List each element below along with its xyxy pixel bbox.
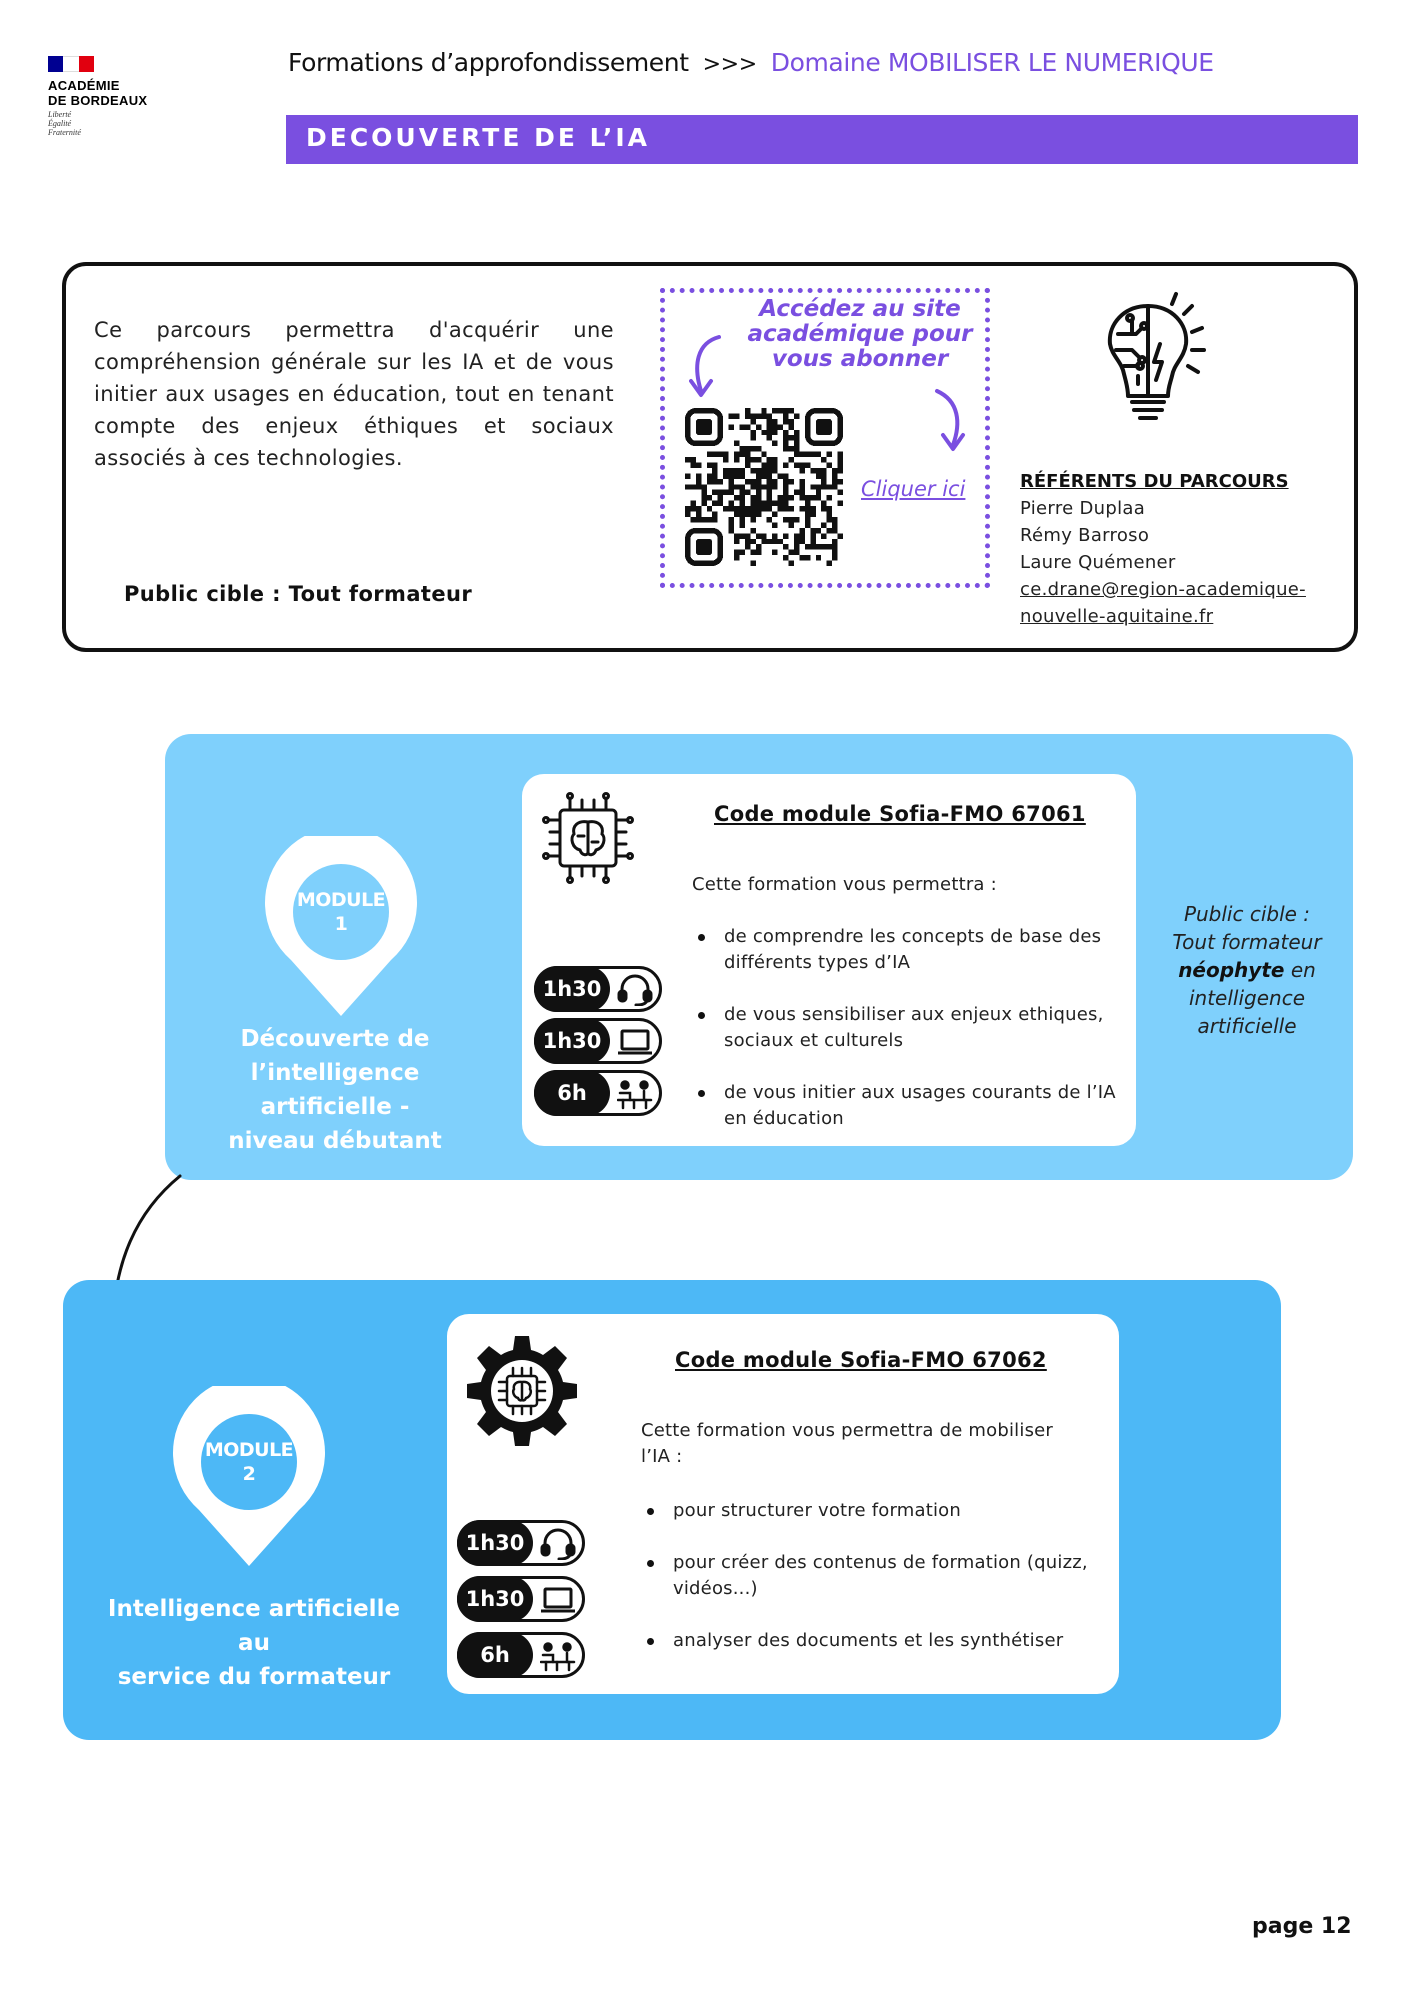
module-1-pin: MODULE 1	[265, 826, 417, 1022]
duration-value: 1h30	[457, 1576, 533, 1622]
duration-distance-async: 1h30	[457, 1576, 585, 1622]
presential-training-icon	[617, 1080, 653, 1110]
breadcrumb-part-2: Domaine MOBILISER LE NUMERIQUE	[770, 48, 1214, 77]
module-2-card: Code module Sofia-FMO 67062 Cette format…	[447, 1314, 1119, 1694]
breadcrumb-part-1: Formations d’approfondissement	[288, 48, 689, 77]
headset-icon	[540, 1528, 576, 1560]
public-cible: Public cible : Tout formateur	[124, 582, 473, 606]
duration-value: 1h30	[534, 966, 610, 1012]
module-1-label: MODULE 1	[296, 889, 386, 935]
qr-call-to-action: Accédez au site académique pour vous abo…	[747, 296, 973, 372]
cliquer-ici-link[interactable]: Cliquer ici	[861, 477, 966, 501]
breadcrumb: Formations d’approfondissement >>> Domaine…	[288, 46, 1214, 82]
duration-value: 6h	[457, 1632, 533, 1678]
duration-value: 6h	[534, 1070, 610, 1116]
duration-presential: 6h	[534, 1070, 662, 1116]
curved-arrow-icon	[935, 389, 965, 451]
module-1-objectives: de comprendre les concepts de base des d…	[692, 924, 1122, 1132]
contact-email[interactable]: ce.drane@region-academique-	[1020, 579, 1306, 600]
list-item: de vous initier aux usages courants de l…	[692, 1080, 1122, 1132]
emphasis-neophyte: néophyte	[1178, 958, 1285, 982]
module-2-objectives: pour structurer votre formation pour cré…	[641, 1498, 1091, 1654]
headset-icon	[617, 974, 653, 1006]
breadcrumb-separator: >>>	[702, 52, 758, 77]
module-1-code: Code module Sofia-FMO 67061	[714, 802, 1086, 826]
module-1-card: Code module Sofia-FMO 67061 Cette format…	[522, 774, 1136, 1146]
duration-distance-async: 1h30	[534, 1018, 662, 1064]
list-item: de comprendre les concepts de base des d…	[692, 924, 1122, 976]
title-banner: DECOUVERTE DE L’IA	[286, 115, 1358, 164]
contact-email[interactable]: nouvelle-aquitaine.fr	[1020, 606, 1214, 627]
referent-name: Pierre Duplaa	[1020, 498, 1146, 519]
module-2-label: MODULE 2	[204, 1439, 294, 1485]
presential-training-icon	[540, 1642, 576, 1672]
list-item: pour créer des contenus de formation (qu…	[641, 1550, 1091, 1602]
logo-motto: Liberté Égalité Fraternité	[48, 110, 81, 137]
module-2-lead: Cette formation vous permettra de mobili…	[641, 1420, 1054, 1467]
logo-line-1: ACADÉMIE	[48, 78, 120, 93]
page-title: DECOUVERTE DE L’IA	[306, 123, 650, 152]
gear-ai-chip-icon	[467, 1336, 577, 1446]
logo-line-2: DE BORDEAUX	[48, 93, 148, 108]
list-item: pour structurer votre formation	[641, 1498, 1091, 1524]
module-1-lead: Cette formation vous permettra :	[692, 874, 997, 895]
ai-chip-brain-icon	[542, 792, 634, 884]
laptop-icon	[541, 1587, 575, 1613]
list-item: de vous sensibiliser aux enjeux ethiques…	[692, 1002, 1122, 1054]
qr-box: Accédez au site académique pour vous abo…	[660, 288, 990, 588]
curved-arrow-icon	[689, 335, 721, 397]
module-2-code: Code module Sofia-FMO 67062	[675, 1348, 1047, 1372]
referents-title: RÉFÉRENTS DU PARCOURS	[1020, 471, 1289, 492]
duration-value: 1h30	[457, 1520, 533, 1566]
laptop-icon	[618, 1029, 652, 1055]
duration-value: 1h30	[534, 1018, 610, 1064]
referents-block: RÉFÉRENTS DU PARCOURS Pierre Duplaa Rémy…	[1020, 468, 1306, 630]
referent-name: Laure Quémener	[1020, 552, 1176, 573]
duration-distance-sync: 1h30	[457, 1520, 585, 1566]
duration-distance-sync: 1h30	[534, 966, 662, 1012]
intro-box: Ce parcours permettra d'acquérir une com…	[62, 262, 1358, 652]
list-item: analyser des documents et les synthétise…	[641, 1628, 1091, 1654]
module-1-title: Découverte de l’intelligence artificiell…	[228, 1026, 442, 1154]
page-number: page 12	[1252, 1914, 1352, 1939]
qr-code[interactable]	[685, 408, 843, 566]
duration-presential: 6h	[457, 1632, 585, 1678]
brain-lightbulb-icon	[1107, 292, 1206, 420]
module-2-pin: MODULE 2	[173, 1376, 325, 1572]
french-flag-icon	[48, 56, 94, 72]
module-2-title: Intelligence artificielle au service du …	[107, 1596, 401, 1690]
academy-logo: ACADÉMIE DE BORDEAUX Liberté Égalité Fra…	[48, 56, 188, 137]
course-description: Ce parcours permettra d'acquérir une com…	[94, 318, 614, 470]
module-1-target-audience: Public cible : Tout formateur néophyte e…	[1172, 902, 1322, 1038]
referent-name: Rémy Barroso	[1020, 525, 1150, 546]
